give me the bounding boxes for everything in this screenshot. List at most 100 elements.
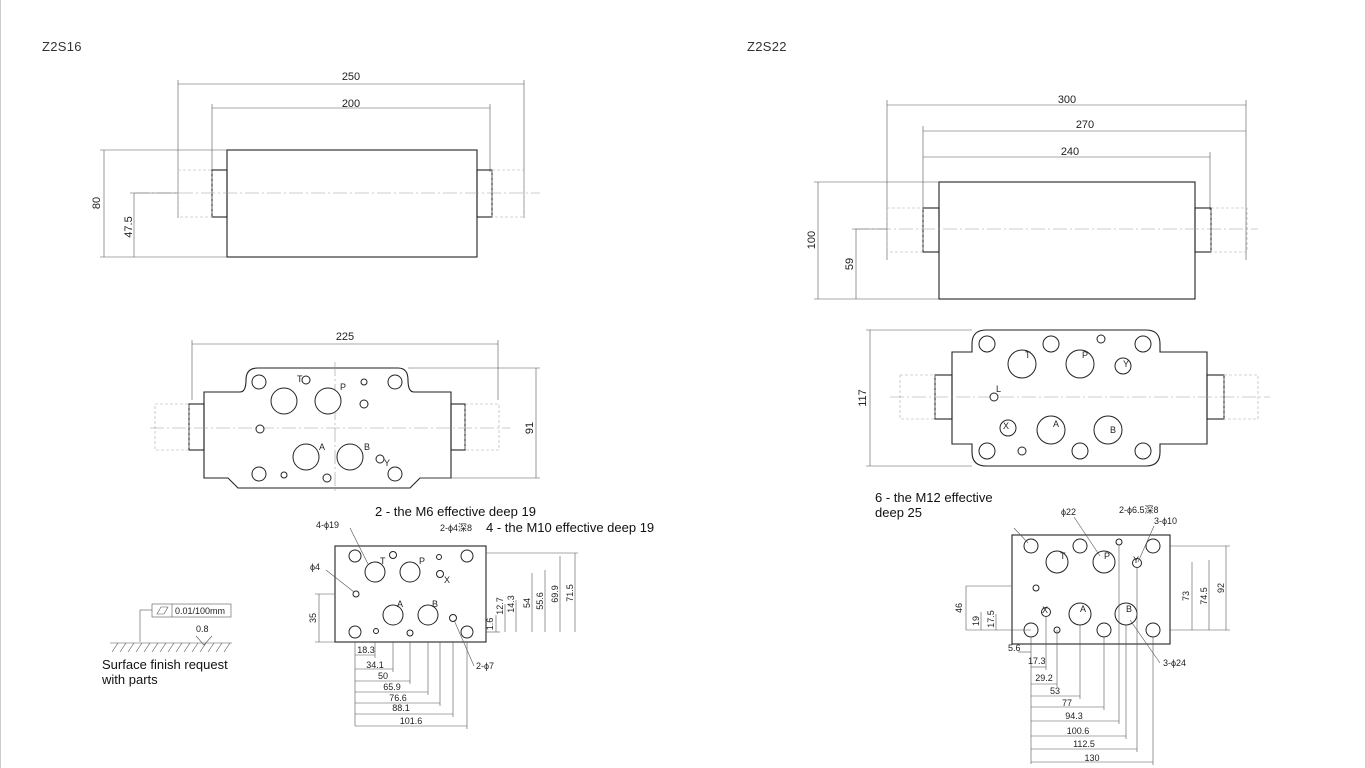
dim-46: 46 — [954, 603, 964, 613]
z2s22-dim-100: 100 — [806, 231, 818, 249]
dim-73: 73 — [1181, 591, 1191, 601]
mount-hole — [387, 374, 403, 390]
z2s22-label-l: L — [996, 384, 1001, 394]
dim-53: 53 — [1050, 686, 1060, 696]
dim-76-6: 76.6 — [389, 693, 407, 703]
z2s16-valve-body — [226, 149, 478, 258]
callout-d4: ϕ4 — [310, 562, 320, 572]
surface-finish-symbol: 0.01/100mm 0.8 Surface finish request wi… — [101, 603, 232, 687]
dim-12-7: 12.7 — [495, 597, 505, 615]
dim-88-1: 88.1 — [392, 703, 410, 713]
dim-5-6: 5.6 — [1008, 643, 1021, 653]
mount-hole — [251, 466, 267, 482]
z2s16-dim-80: 80 — [91, 197, 103, 209]
z2s22-valve-body — [938, 181, 1196, 300]
z2s22-label-t: T — [1025, 350, 1031, 360]
z2s16-dim-200: 200 — [342, 98, 360, 110]
dim-94-3: 94.3 — [1065, 711, 1083, 721]
face-label-a: A — [397, 599, 403, 609]
z2s16-dim-91: 91 — [524, 422, 536, 434]
z2s16-label-y: Y — [384, 458, 390, 468]
z2s22-title: Z2S22 — [747, 39, 787, 54]
z2s22-label-y: Y — [1123, 359, 1129, 369]
dim-55-6: 55.6 — [535, 592, 545, 610]
dim-17-3: 17.3 — [1028, 656, 1046, 666]
callout-3-d10: 3-ϕ10 — [1154, 516, 1177, 526]
z2s16-title: Z2S16 — [42, 39, 82, 54]
port-t — [1007, 349, 1037, 379]
z2s22-horizontal-dims: 5.6 17.3 29.2 53 77 94.3 100.6 112.5 130 — [1008, 545, 1154, 765]
callout-4-d19: 4-ϕ19 — [316, 520, 339, 530]
z2s22-dim-59: 59 — [844, 258, 856, 270]
z2s16-note-m6: 2 - the M6 effective deep 19 — [375, 504, 536, 519]
dim-112-5: 112.5 — [1073, 739, 1095, 749]
mount-hole — [387, 466, 403, 482]
z2s22-label-x: X — [1003, 421, 1009, 431]
face-label-b: B — [432, 599, 438, 609]
dim-130: 130 — [1084, 753, 1099, 763]
z2s16-label-a: A — [319, 442, 325, 452]
dim-35: 35 — [308, 613, 318, 623]
face-label-a: A — [1080, 604, 1086, 614]
face-label-t: T — [380, 556, 386, 566]
face-label-x: X — [444, 575, 450, 585]
z2s16-horizontal-dims: 18.3 34.1 50 65.9 76.6 88.1 101.6 — [354, 642, 468, 729]
port-t — [270, 387, 298, 415]
face-label-p: P — [419, 556, 425, 566]
z2s22-dim-117: 117 — [857, 389, 869, 407]
z2s16-section: Z2S16 250 200 80 47.5 — [42, 39, 654, 729]
dim-50: 50 — [378, 671, 388, 681]
z2s22-section: Z2S22 300 270 240 100 59 — [747, 39, 1270, 765]
face-label-p: P — [1104, 551, 1110, 561]
flatness-tolerance: 0.01/100mm — [175, 606, 225, 616]
dim-1-6: 1.6 — [485, 618, 495, 631]
z2s16-mounting-face: T P X A B 4-ϕ19 2-ϕ4深8 ϕ4 2-ϕ7 35 1.6 12… — [308, 520, 578, 729]
port-p — [314, 387, 342, 415]
dim-18-3: 18.3 — [357, 645, 375, 655]
z2s22-right-verticals: 73 74.5 92 — [1170, 545, 1230, 631]
z2s22-valve-outline — [951, 329, 1208, 467]
z2s22-left-verticals: 46 19 17.5 — [954, 585, 1031, 631]
z2s16-note-m10: 4 - the M10 effective deep 19 — [486, 520, 654, 535]
dim-100-6: 100.6 — [1067, 726, 1090, 736]
z2s16-dim-47-5: 47.5 — [123, 216, 135, 237]
callout-2-d4: 2-ϕ4深8 — [440, 523, 472, 533]
dim-19: 19 — [971, 616, 981, 626]
callout-d22: ϕ22 — [1061, 507, 1076, 517]
face-label-x: X — [1042, 605, 1048, 615]
z2s16-dim-225: 225 — [336, 331, 354, 343]
z2s22-label-a: A — [1053, 419, 1059, 429]
face-label-y: Y — [1133, 555, 1139, 565]
z2s16-height-dims: 1.6 12.7 14.3 54 55.6 69.9 71.5 — [485, 552, 578, 633]
dim-74-5: 74.5 — [1199, 587, 1209, 605]
z2s22-face-outline — [1011, 534, 1171, 645]
dim-29-2: 29.2 — [1035, 673, 1053, 683]
face-label-t: T — [1060, 551, 1066, 561]
dim-69-9: 69.9 — [550, 585, 560, 603]
callout-3-d24: 3-ϕ24 — [1163, 658, 1186, 668]
port-p — [1065, 349, 1095, 379]
face-label-b: B — [1126, 604, 1132, 614]
dim-77: 77 — [1062, 698, 1072, 708]
z2s16-label-t: T — [297, 374, 303, 384]
z2s22-top-view: 117 T P Y L X A B — [857, 329, 1270, 467]
dim-17-5: 17.5 — [986, 610, 996, 628]
finish-note-line1: Surface finish request — [102, 657, 228, 672]
dim-65-9: 65.9 — [383, 682, 401, 692]
z2s22-mounting-face: T P Y X A B ϕ22 2-ϕ6.5深8 3-ϕ10 3-ϕ24 46 … — [954, 505, 1230, 765]
z2s16-dim-250: 250 — [342, 71, 360, 83]
z2s16-label-p: P — [340, 382, 346, 392]
mount-hole — [251, 374, 267, 390]
z2s22-side-view: 300 270 240 100 59 — [806, 94, 1258, 300]
dim-101-6: 101.6 — [400, 716, 423, 726]
dim-71-5: 71.5 — [565, 584, 575, 602]
z2s22-dim-240: 240 — [1061, 146, 1079, 158]
z2s16-valve-outline — [203, 367, 452, 489]
port-a — [292, 443, 320, 471]
callout-2-d6-5: 2-ϕ6.5深8 — [1119, 505, 1159, 515]
z2s16-label-b: B — [364, 442, 370, 452]
z2s22-note-line1: 6 - the M12 effective — [875, 490, 993, 505]
page-border-left — [0, 0, 1, 768]
dim-14-3: 14.3 — [506, 595, 516, 613]
z2s22-dim-300: 300 — [1058, 94, 1076, 106]
